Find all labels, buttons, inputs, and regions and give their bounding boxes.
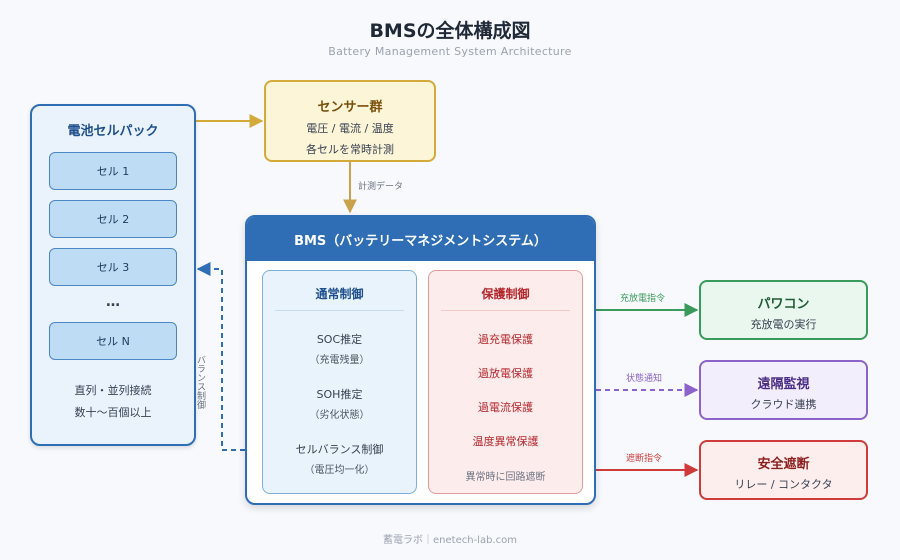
protection-control-divider	[441, 310, 570, 311]
safety-cutoff-box: 安全遮断 リレー / コンタクタ	[699, 440, 868, 500]
soc-estimation: SOC推定	[316, 333, 363, 346]
diagram-subtitle: Battery Management System Architecture	[328, 45, 572, 58]
measurement-data-label: 計測データ	[358, 182, 404, 192]
remote-monitoring-box: 遠隔監視 クラウド連携	[699, 360, 868, 420]
temperature-protection: 温度異常保護	[472, 435, 539, 448]
normal-control-panel: 通常制御 SOC推定 （充電残量） SOH推定 （劣化状態） セルバランス制御 …	[262, 270, 417, 494]
remote-monitoring-title: 遠隔監視	[757, 377, 810, 392]
soh-estimation: SOH推定	[316, 388, 363, 401]
sensor-box: センサー群 電圧 / 電流 / 温度 各セルを常時計測	[264, 80, 436, 162]
normal-control-title: 通常制御	[315, 287, 364, 301]
safety-cutoff-title: 安全遮断	[757, 457, 810, 472]
balance-control-arrow	[196, 262, 245, 451]
cell-ellipsis: …	[106, 294, 120, 310]
protection-control-panel: 保護制御 過充電保護 過放電保護 過電流保護 温度異常保護 異常時に回路遮断	[428, 270, 583, 494]
overcurrent-protection: 過電流保護	[478, 401, 533, 414]
normal-control-divider	[275, 310, 404, 311]
cell-3: セル 3	[49, 248, 177, 286]
bms-box: BMS（バッテリーマネジメントシステム） 通常制御 SOC推定 （充電残量） S…	[245, 215, 596, 505]
sensor-title: センサー群	[317, 100, 383, 115]
status-notice-label: 状態通知	[626, 374, 663, 384]
power-conditioner-title: パワコン	[757, 297, 810, 312]
footer-credit: 蓄電ラボ｜enetech-lab.com	[383, 535, 517, 546]
soh-estimation-sub: （劣化状態）	[309, 410, 370, 421]
overcharge-protection: 過充電保護	[478, 333, 533, 346]
diagram-title: BMSの全体構成図	[369, 20, 531, 42]
cell-pack-box: 電池セルパック セル 1 セル 2 セル 3 … セル N 直列・並列接続 数十…	[30, 104, 196, 446]
charge-command-label: 充放電指令	[620, 294, 666, 304]
circuit-cutoff-note: 異常時に回路遮断	[465, 472, 546, 483]
power-conditioner-sub: 充放電の実行	[750, 318, 817, 331]
remote-monitoring-sub: クラウド連携	[750, 398, 817, 411]
soc-estimation-sub: （充電残量）	[309, 355, 370, 366]
power-conditioner-box: パワコン 充放電の実行	[699, 280, 868, 340]
overdischarge-protection: 過放電保護	[478, 367, 533, 380]
cell-pack-note-1: 直列・並列接続	[74, 384, 152, 397]
cell-balance-control-sub: （電圧均一化）	[304, 465, 375, 476]
cell-pack-title: 電池セルパック	[67, 124, 159, 139]
sensor-line-2: 各セルを常時計測	[306, 143, 394, 156]
cutoff-command-label: 遮断指令	[626, 454, 663, 464]
cell-2: セル 2	[49, 200, 177, 238]
balance-control-label: バランス制御	[195, 355, 205, 409]
cell-pack-note-2: 数十〜百個以上	[74, 406, 152, 419]
safety-cutoff-sub: リレー / コンタクタ	[734, 478, 833, 491]
sensor-line-1: 電圧 / 電流 / 温度	[306, 122, 394, 135]
cell-n: セル N	[49, 322, 177, 360]
protection-control-title: 保護制御	[481, 287, 530, 301]
bms-title: BMS（バッテリーマネジメントシステム）	[247, 217, 594, 261]
cell-1: セル 1	[49, 152, 177, 190]
cell-balance-control: セルバランス制御	[295, 443, 384, 456]
